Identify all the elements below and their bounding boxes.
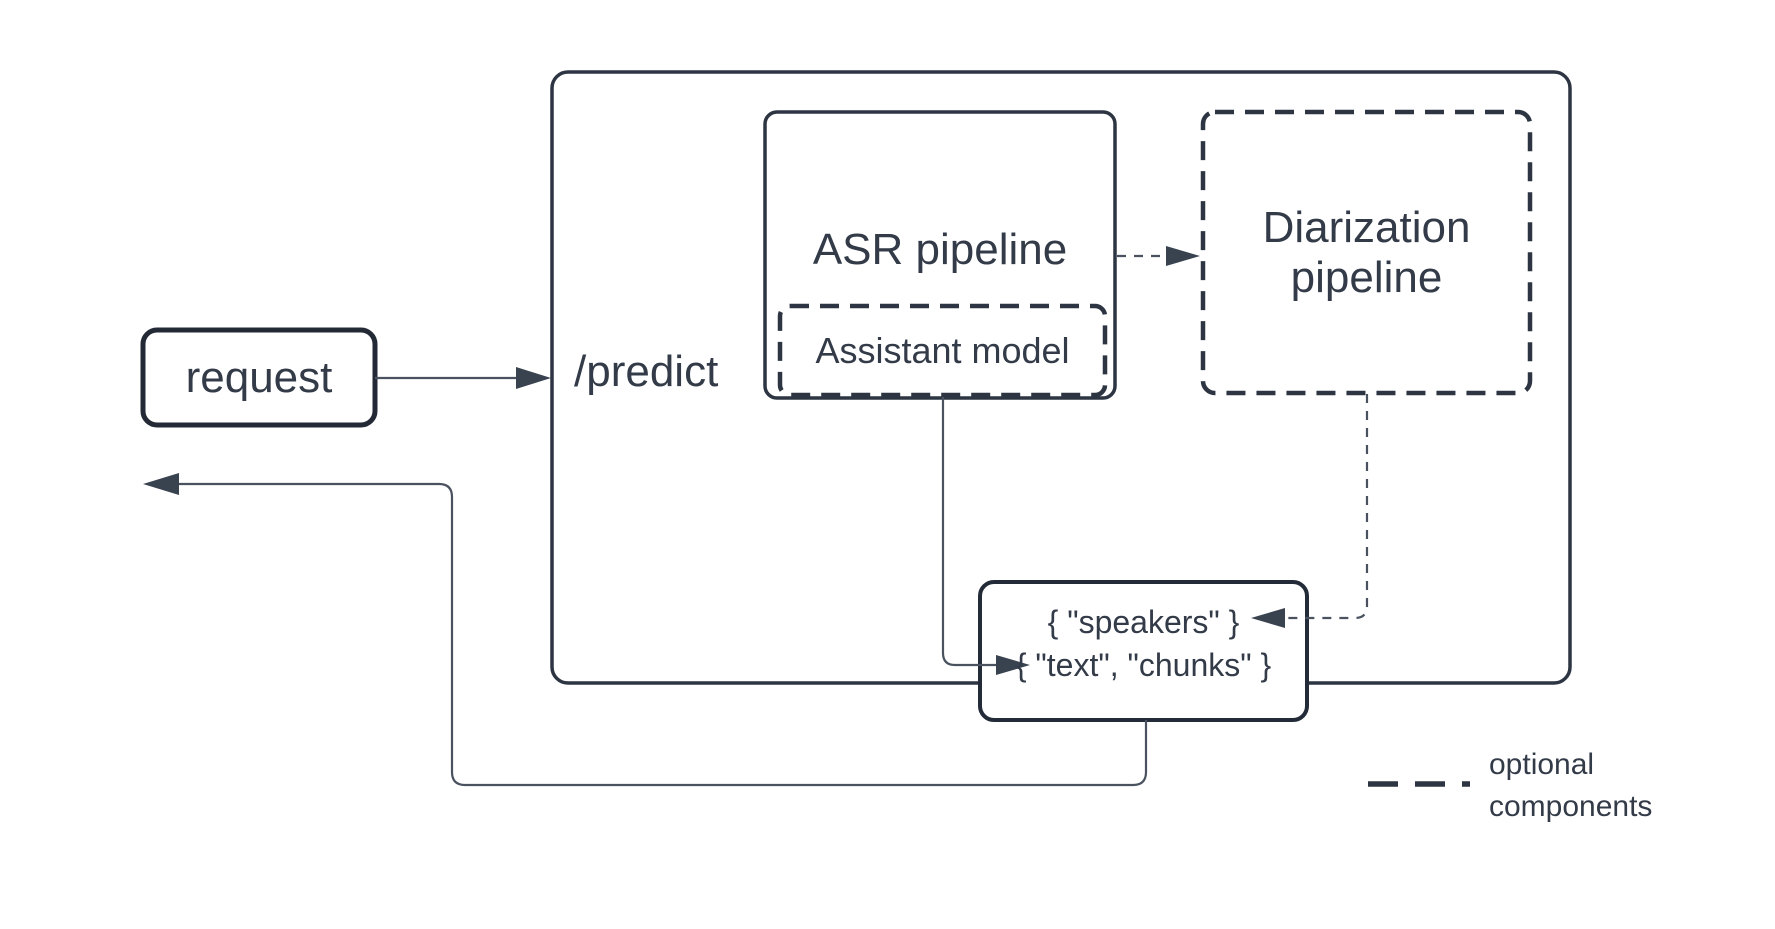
diarization-label-line1: Diarization	[1262, 202, 1471, 252]
diarization-pipeline-label: Diarization pipeline	[1203, 112, 1530, 393]
diarization-pipeline-box	[1200, 109, 1533, 396]
legend-optional-components-label: optional components	[1489, 744, 1652, 828]
output-speakers-text: { "speakers" }	[1047, 603, 1240, 640]
assistant-model-label: Assistant model	[815, 329, 1070, 371]
arrowhead-right-icon	[1166, 246, 1200, 266]
legend-label-line2: components	[1489, 790, 1653, 823]
arrowhead-left-icon	[143, 473, 179, 495]
arrowhead-left-icon	[1251, 608, 1285, 628]
asr-pipeline-label: ASR pipeline	[812, 225, 1068, 274]
asr-to-diarization-arrow	[1117, 246, 1200, 266]
request-to-predict-arrow	[375, 367, 551, 389]
output-box	[978, 580, 1309, 722]
diarization-label-line2: pipeline	[1290, 252, 1443, 302]
request-node-label: request	[185, 352, 333, 402]
response-return-arrow	[143, 473, 1148, 787]
legend-label-line1: optional	[1489, 748, 1595, 781]
diarization-to-output-arrow	[1251, 394, 1369, 628]
assistant-model-box	[777, 303, 1108, 398]
output-text-chunks-text: { "text", "chunks" }	[1015, 646, 1272, 683]
asr-to-output-arrow	[941, 397, 1030, 675]
predict-endpoint-label: /predict	[574, 347, 719, 396]
arrowhead-right-icon	[996, 655, 1030, 675]
arrowhead-right-icon	[516, 367, 551, 389]
